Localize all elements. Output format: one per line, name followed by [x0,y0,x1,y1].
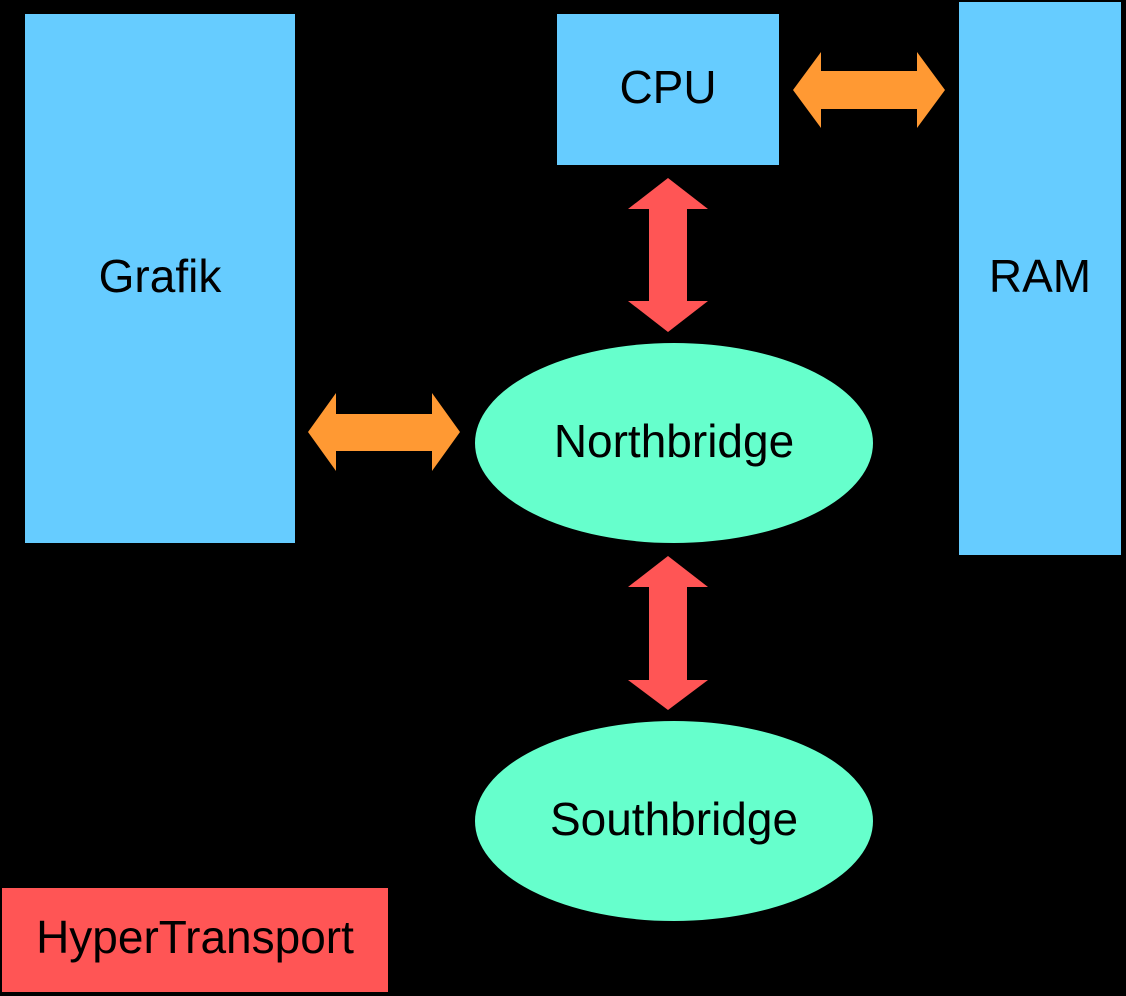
southbridge-label: Southbridge [550,793,798,845]
cpu-northbridge-arrow [628,178,708,332]
cpu-ram-arrow [793,52,945,128]
cpu-box [555,12,781,167]
northbridge-node: Northbridge [473,341,875,545]
northbridge-ellipse [473,341,875,545]
grafik-label: Grafik [99,250,223,302]
legend: HyperTransport [0,886,390,994]
ram-box [957,0,1123,557]
cpu-label: CPU [619,61,716,113]
cpu-node: CPU [555,12,781,167]
southbridge-node: Southbridge [473,719,875,923]
northbridge-label: Northbridge [554,415,794,467]
hypertransport-legend-box [0,886,390,994]
ram-label: RAM [989,250,1091,302]
hypertransport-legend-label: HyperTransport [36,911,354,963]
ram-node: RAM [957,0,1123,557]
northbridge-southbridge-arrow [628,556,708,710]
southbridge-ellipse [473,719,875,923]
grafik-northbridge-arrow [308,393,460,471]
grafik-node: Grafik [23,12,297,545]
grafik-box [23,12,297,545]
